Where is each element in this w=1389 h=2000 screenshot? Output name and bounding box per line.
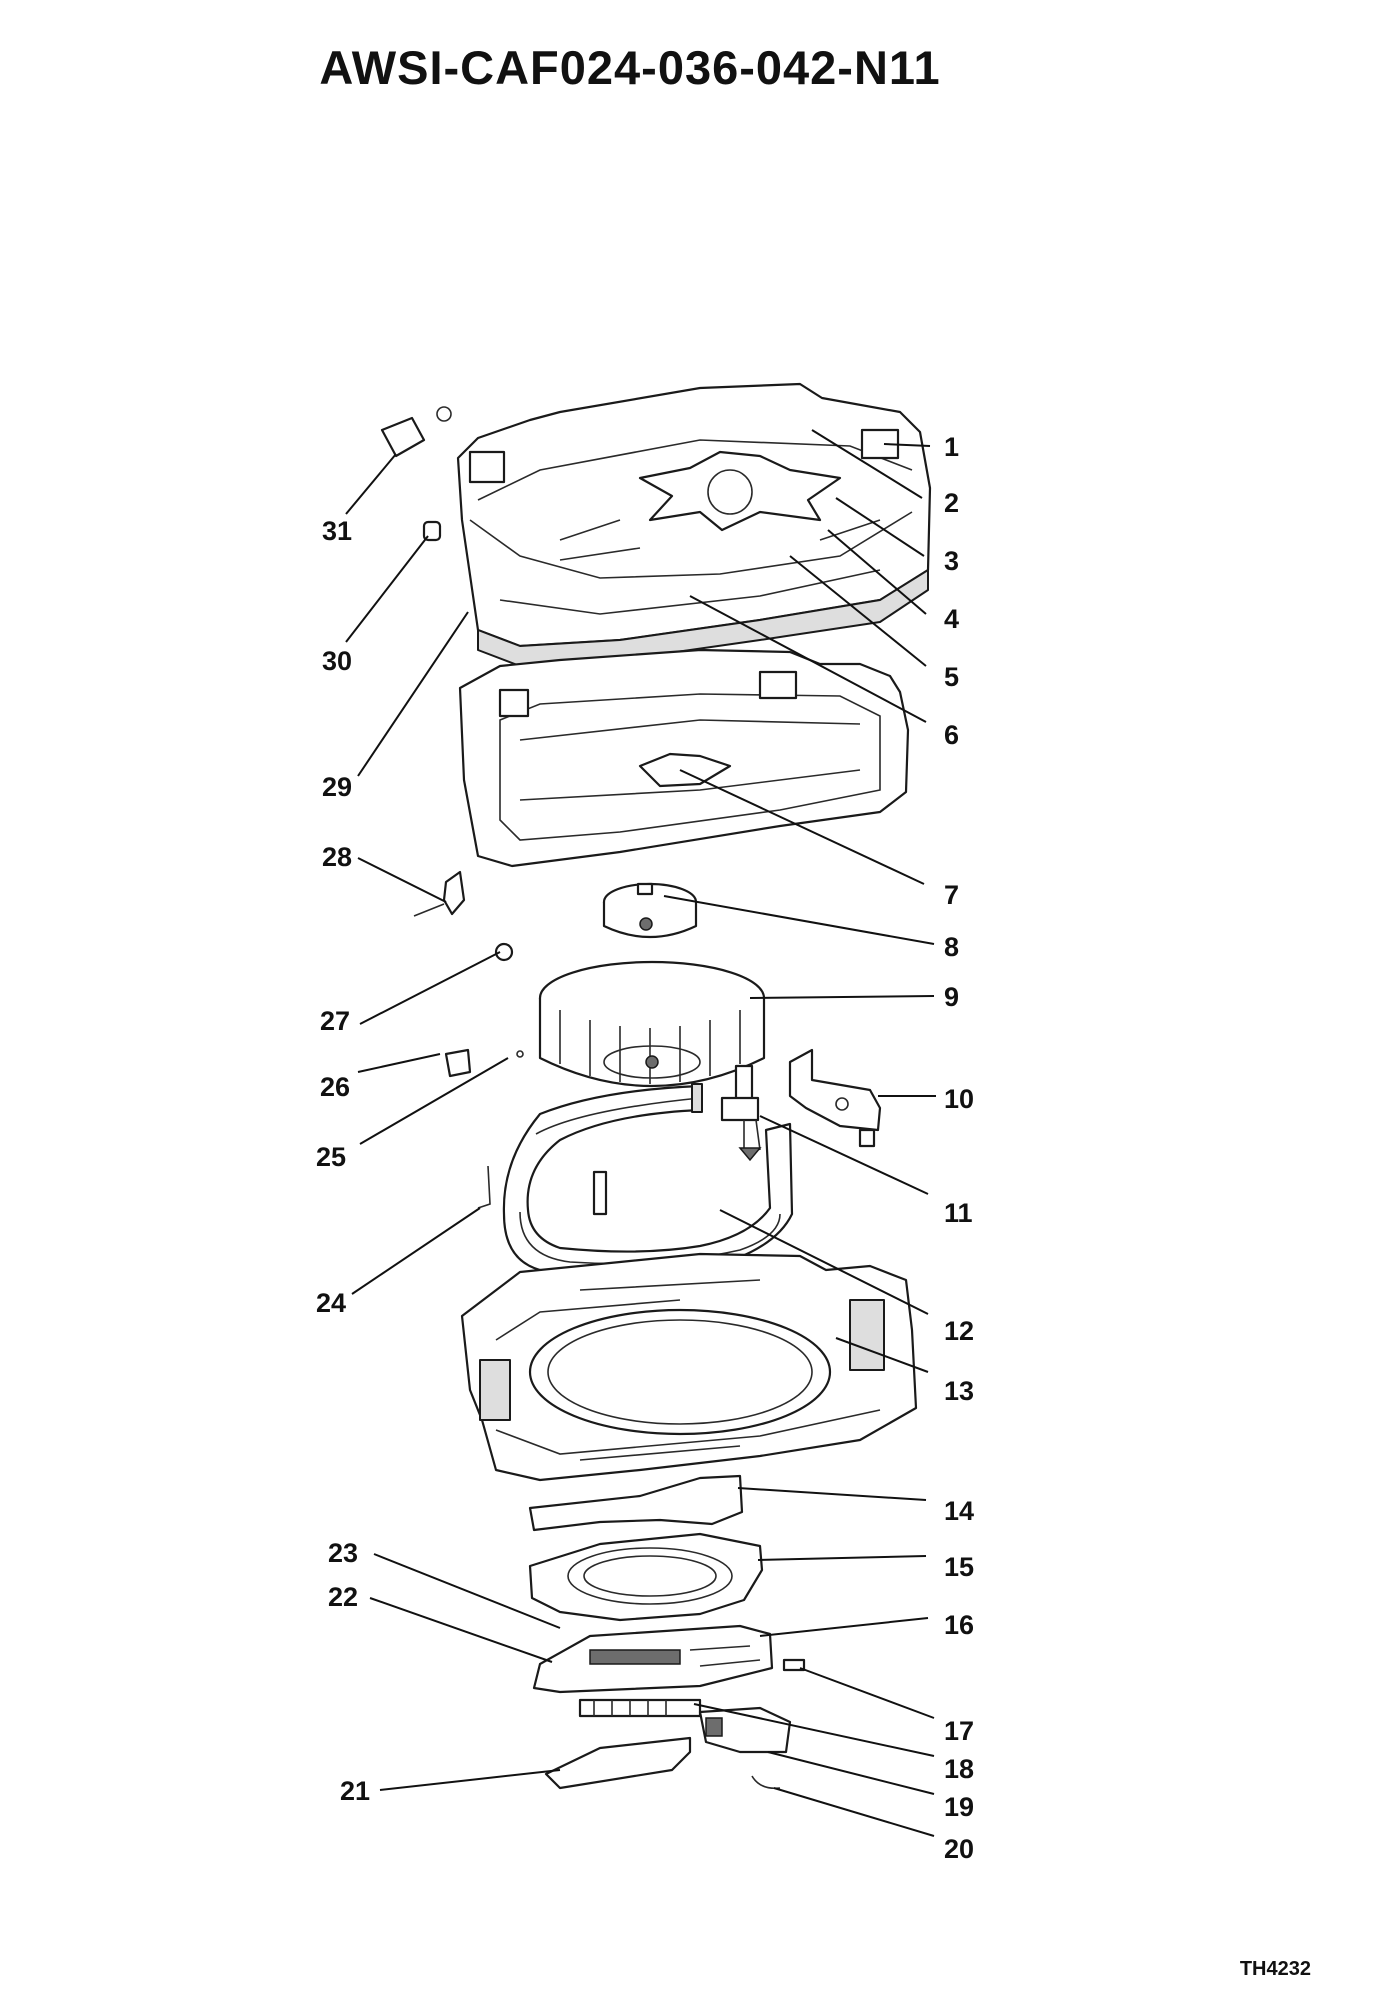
callout-22: 22 xyxy=(328,1582,358,1612)
callout-20: 20 xyxy=(944,1834,974,1864)
terminal-block xyxy=(578,1698,702,1718)
callout-14: 14 xyxy=(944,1496,974,1526)
heat-exchanger-coil xyxy=(502,1083,794,1278)
mounting-bracket xyxy=(788,1048,882,1148)
callout-21: 21 xyxy=(340,1776,370,1806)
top-casing xyxy=(456,382,932,667)
callout-6: 6 xyxy=(944,720,959,750)
callout-3: 3 xyxy=(944,546,959,576)
callout-26: 26 xyxy=(320,1072,350,1102)
expansion-valve xyxy=(720,1064,762,1162)
callout-12: 12 xyxy=(944,1316,974,1346)
callout-13: 13 xyxy=(944,1376,974,1406)
leader-lines xyxy=(345,429,936,1837)
drain-pan xyxy=(458,648,910,868)
callout-29: 29 xyxy=(322,772,352,802)
base-frame xyxy=(460,1252,918,1482)
callout-8: 8 xyxy=(944,932,959,962)
callout-10: 10 xyxy=(944,1084,974,1114)
small-parts xyxy=(380,406,524,1209)
callout-11: 11 xyxy=(944,1198,973,1228)
drawing-code: TH4232 xyxy=(1239,1958,1311,1980)
callout-30: 30 xyxy=(322,646,352,676)
callout-18: 18 xyxy=(944,1754,974,1784)
callout-24: 24 xyxy=(316,1288,346,1318)
control-box-cover xyxy=(544,1736,692,1790)
fan-motor xyxy=(602,882,698,939)
callout-4: 4 xyxy=(944,604,959,634)
callout-9: 9 xyxy=(944,982,959,1012)
callout-labels: 1 2 3 4 5 6 7 8 9 10 11 12 13 14 15 16 1… xyxy=(316,432,974,1864)
callout-23: 23 xyxy=(328,1538,358,1568)
callout-1: 1 xyxy=(944,432,959,462)
callout-25: 25 xyxy=(316,1142,346,1172)
callout-27: 27 xyxy=(320,1006,350,1036)
callout-31: 31 xyxy=(322,516,352,546)
callout-16: 16 xyxy=(944,1610,974,1640)
fan-wheel xyxy=(538,960,766,1088)
model-title: AWSI-CAF024-036-042-N11 xyxy=(319,41,941,94)
callout-19: 19 xyxy=(944,1792,974,1822)
callout-17: 17 xyxy=(944,1716,974,1746)
panel-ring xyxy=(528,1532,764,1622)
callout-5: 5 xyxy=(944,662,959,692)
callout-7: 7 xyxy=(944,880,959,910)
control-box xyxy=(532,1624,774,1694)
callout-2: 2 xyxy=(944,488,959,518)
callout-15: 15 xyxy=(944,1552,974,1582)
control-box-plate xyxy=(528,1474,744,1532)
callout-28: 28 xyxy=(322,842,352,872)
